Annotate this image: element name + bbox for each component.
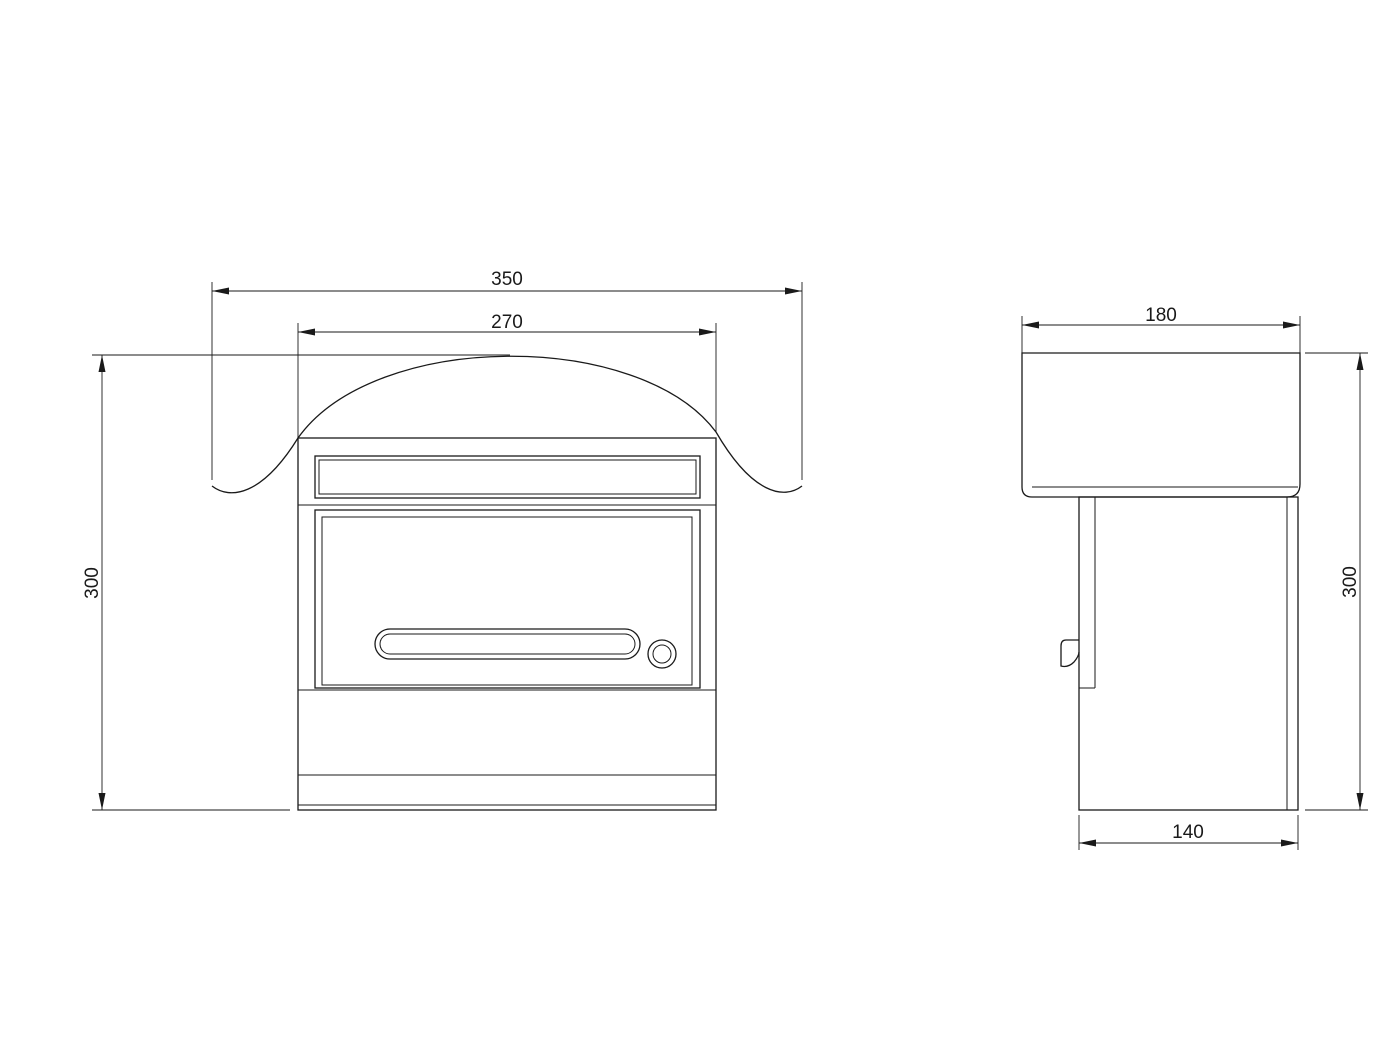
- lock-inner-circle: [652, 644, 672, 664]
- letter-slot-inner: [379, 633, 636, 655]
- letter-slot-outer: [374, 628, 641, 660]
- side-roof: [1021, 352, 1301, 498]
- side-lock-tab: [1060, 639, 1080, 668]
- name-plate-outer: [314, 455, 701, 499]
- front-view: 350 270 300: [82, 269, 803, 811]
- dimension-350: 350: [211, 269, 803, 480]
- dimension-180: 180: [1021, 305, 1301, 353]
- dimension-front-300-label: 300: [82, 567, 103, 599]
- dimension-140: 140: [1078, 815, 1299, 850]
- dimension-side-300: 300: [1305, 352, 1368, 811]
- front-roof-arch: [211, 355, 803, 494]
- name-plate-inner: [318, 459, 697, 495]
- lock-outer-circle: [647, 639, 677, 669]
- dimension-180-label: 180: [1145, 305, 1177, 326]
- dimension-270: 270: [297, 312, 717, 438]
- door-panel-inner: [321, 516, 693, 686]
- front-body-outline: [297, 437, 717, 811]
- dimension-front-300: 300: [82, 354, 510, 811]
- dimension-140-label: 140: [1172, 822, 1204, 843]
- dimension-270-label: 270: [491, 312, 523, 333]
- dimension-350-label: 350: [491, 269, 523, 290]
- door-panel-outer: [314, 509, 701, 689]
- side-body-outline: [1078, 496, 1299, 811]
- side-view: 180 140 300: [1021, 305, 1368, 850]
- dimension-side-300-label: 300: [1340, 566, 1361, 598]
